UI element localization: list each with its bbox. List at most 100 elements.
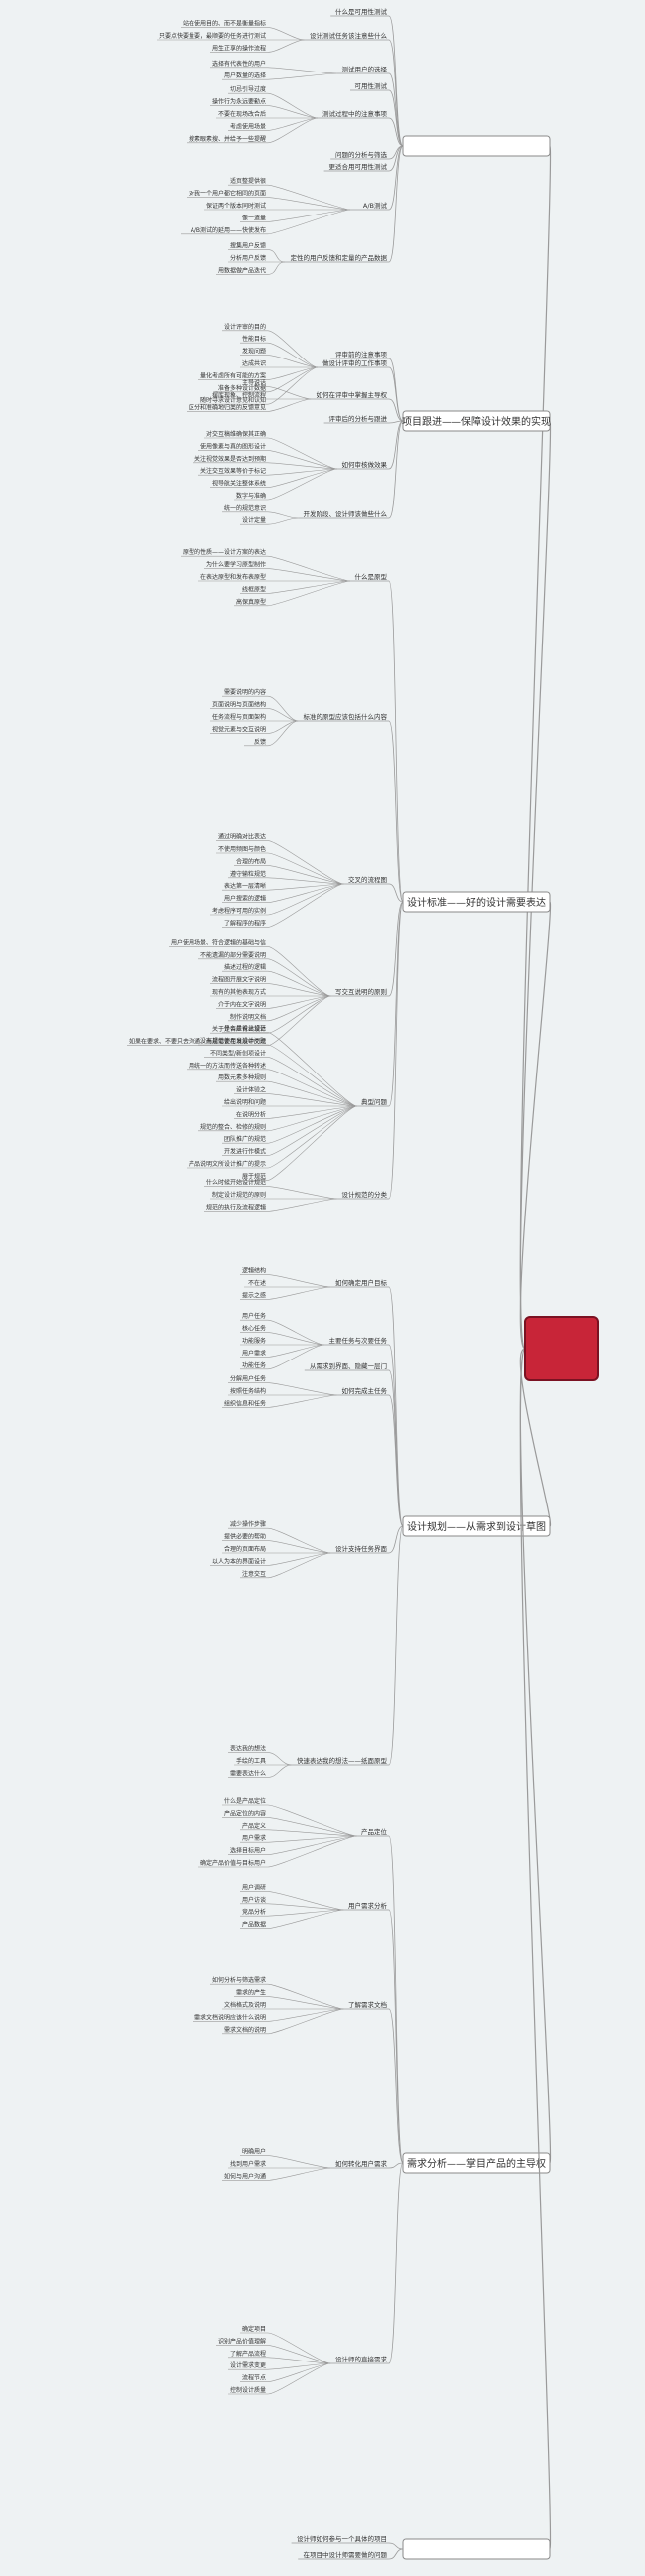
branch-connector (519, 901, 552, 1350)
item-label: 什么时候开始设计规范 (206, 1179, 266, 1187)
item-label: 了解程序的程序 (224, 919, 266, 927)
item-label: 用户任务 (242, 1312, 266, 1320)
item-connector (267, 568, 351, 582)
item-connector (267, 720, 299, 747)
item-connector (267, 468, 337, 488)
item-label: 介于内在文字说明 (218, 1000, 266, 1008)
item-label: 表达第一层清晰 (224, 882, 266, 890)
item-label: 像一道量 (242, 214, 266, 221)
branch-label: 设计标准——好的设计需要表达 (407, 896, 546, 909)
group-label: 从需求到界面、隐藏一层门 (310, 1361, 387, 1370)
group-label: 测试用户的选择 (342, 65, 388, 73)
item-connector (267, 2332, 331, 2364)
item-label: 使用像素与真的图形设计 (200, 442, 266, 450)
group-label: 评审前的注意事项 (335, 350, 388, 358)
item-label: 设计体验之 (236, 1086, 266, 1094)
item-label: 描述过程的逻辑 (224, 963, 266, 971)
item-label: 需求的产生 (236, 1989, 266, 1997)
item-label: 分解用户任务 (230, 1375, 266, 1383)
item-label: 摆库现象、控制流程 (212, 391, 266, 399)
item-label: 如何分析与筛选需求 (212, 1976, 266, 1984)
group-connector (388, 2162, 404, 2364)
item-connector (267, 1069, 357, 1107)
item-label: 用统一的方法而传送各种转述 (189, 1062, 266, 1070)
item-label: 选择目标用户 (230, 1847, 266, 1855)
group-connector (388, 720, 404, 903)
item-connector (267, 517, 299, 525)
item-label: 关注视觉效果是否达到预期 (194, 455, 266, 463)
group-connector (388, 2008, 404, 2164)
item-connector (267, 877, 344, 885)
item-label: 手绘的工具 (236, 1757, 266, 1765)
item-connector (267, 261, 286, 275)
item-connector (267, 366, 319, 405)
group-label: 设计规范的分类 (342, 1190, 388, 1199)
item-label: 通过明确对比表达 (218, 833, 266, 841)
item-label: 制作说明文档 (230, 1013, 266, 1021)
item-connector (267, 946, 331, 997)
item-connector (267, 1764, 292, 1778)
item-label: 确定产品价值与目标用户 (200, 1859, 266, 1867)
item-connector (267, 92, 319, 119)
item-connector (267, 883, 344, 916)
item-connector (267, 695, 299, 722)
item-label: 产品说明文所设计推广的提示 (189, 1160, 266, 1168)
item-label: 对我一个用户都它相同的页面 (189, 190, 266, 198)
group-connector (388, 420, 404, 424)
group-connector (388, 1909, 404, 2164)
item-label: 统一的规范意识 (224, 504, 266, 512)
item-connector (267, 1105, 357, 1119)
group-label: 如何在评审中掌握主导权 (317, 390, 388, 399)
item-connector (267, 1752, 292, 1766)
group-label: 在项目中设计师需要做的问题 (304, 2550, 388, 2559)
group-label: 快速表达我的想法——纸面原型 (297, 1756, 388, 1765)
item-label: 遵守输粒规范 (230, 870, 266, 878)
item-connector (267, 2345, 331, 2364)
group-connector (388, 1525, 404, 1554)
item-label: 找到用户需求 (230, 2160, 266, 2168)
item-label: 产品定义 (242, 1822, 266, 1830)
item-connector (267, 1552, 331, 1579)
item-label: 设计评审的目的 (224, 323, 266, 331)
item-label: 流程节点 (242, 2374, 266, 2382)
item-label: 不要在现场改合后 (218, 110, 266, 118)
item-connector (267, 1274, 331, 1288)
group-label: 典型问题 (361, 1097, 388, 1106)
group-connector (388, 1835, 404, 2164)
item-connector (267, 852, 344, 885)
group-label: 设计师的直接需求 (335, 2355, 388, 2363)
group-connector (388, 145, 404, 263)
item-label: 用户调研 (242, 1883, 266, 1891)
group-label: 主要任务与次要任务 (329, 1336, 388, 1345)
group-connector (388, 398, 404, 422)
item-label: 核心任务 (242, 1325, 266, 1333)
item-connector (267, 1344, 324, 1358)
group-label: 了解需求文档 (348, 2000, 387, 2009)
item-connector (267, 1198, 337, 1212)
group-label: 评审后的分析与跟进 (329, 414, 388, 423)
item-label: 切忌引导过度 (230, 85, 266, 93)
central-topic-box (524, 1316, 599, 1381)
item-label: 用户数量的选择 (224, 72, 266, 79)
item-label: 考虑程序可用的实例 (212, 907, 266, 915)
group-connector (388, 580, 404, 903)
group-label: 如何完成主任务 (342, 1386, 388, 1395)
group-connector (388, 420, 404, 519)
branch-box (402, 2538, 551, 2560)
item-label: 用数据做产品迭代 (218, 266, 266, 274)
item-connector (267, 2357, 331, 2364)
item-label: 用户需求 (242, 1349, 266, 1357)
item-connector (267, 1527, 331, 1554)
item-connector (267, 995, 331, 1009)
item-label: 如果在要求、不要只去沟通、而是需要在发展中交流 (129, 1038, 266, 1046)
item-connector (267, 67, 337, 74)
branch-box (402, 135, 551, 157)
item-connector (267, 1032, 357, 1107)
item-label: 用户使用场景、符合逻辑的基础与信 (171, 938, 266, 946)
item-label: 适页整提供很 (230, 177, 266, 185)
item-connector (267, 1105, 357, 1156)
branch-label: 项目跟进——保障设计效果的实现 (402, 415, 551, 428)
group-connector (388, 2548, 404, 2560)
item-connector (267, 555, 351, 582)
item-label: 功能服务 (242, 1337, 266, 1345)
